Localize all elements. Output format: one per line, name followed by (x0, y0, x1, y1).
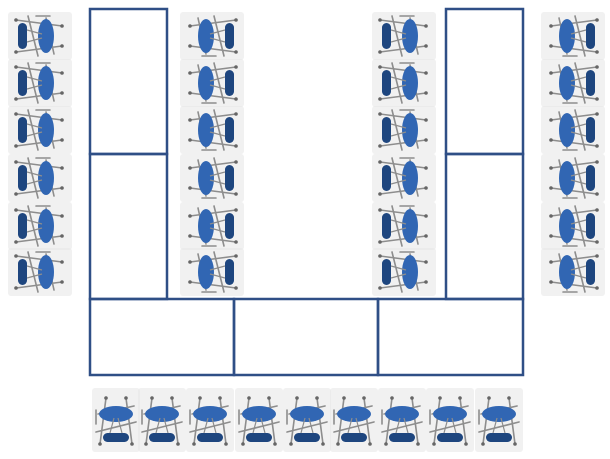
table-right-lower (446, 154, 523, 299)
chair-inner-left-4 (180, 154, 244, 202)
chair-inner-left-1 (180, 12, 244, 60)
chair-bottom-8 (426, 388, 474, 452)
chair-bottom-9 (475, 388, 523, 452)
chair-far-left-1 (8, 12, 72, 60)
chair-far-right-1 (541, 12, 605, 60)
table-bottom-center (234, 299, 378, 375)
chair-bottom-7 (378, 388, 426, 452)
chair-inner-left-6 (180, 248, 244, 296)
chair-far-left-4 (8, 154, 72, 202)
table-bottom-left (90, 299, 234, 375)
chair-inner-left-2 (180, 59, 244, 107)
table-bottom-right (378, 299, 523, 375)
chair-bottom-3 (186, 388, 234, 452)
tables (90, 9, 523, 375)
chair-far-left-5 (8, 202, 72, 250)
chair-bottom-2 (138, 388, 186, 452)
chair-inner-right-3 (372, 106, 436, 154)
chair-bottom-5 (283, 388, 331, 452)
table-left-upper (90, 9, 167, 154)
chair-inner-right-5 (372, 202, 436, 250)
chair-inner-right-4 (372, 154, 436, 202)
chair-bottom-1 (92, 388, 140, 452)
chair-inner-right-1 (372, 12, 436, 60)
chair-far-right-6 (541, 248, 605, 296)
chair-far-right-2 (541, 59, 605, 107)
chair-inner-left-3 (180, 106, 244, 154)
chair-bottom-6 (330, 388, 378, 452)
chair-bottom-4 (235, 388, 283, 452)
chair-far-right-5 (541, 202, 605, 250)
chair-far-left-3 (8, 106, 72, 154)
chair-far-left-6 (8, 248, 72, 296)
chair-inner-left-5 (180, 202, 244, 250)
chair-inner-right-2 (372, 59, 436, 107)
chairs (8, 12, 605, 452)
table-left-lower (90, 154, 167, 299)
chair-far-right-3 (541, 106, 605, 154)
chair-far-right-4 (541, 154, 605, 202)
table-right-upper (446, 9, 523, 154)
chair-inner-right-6 (372, 248, 436, 296)
chair-far-left-2 (8, 59, 72, 107)
